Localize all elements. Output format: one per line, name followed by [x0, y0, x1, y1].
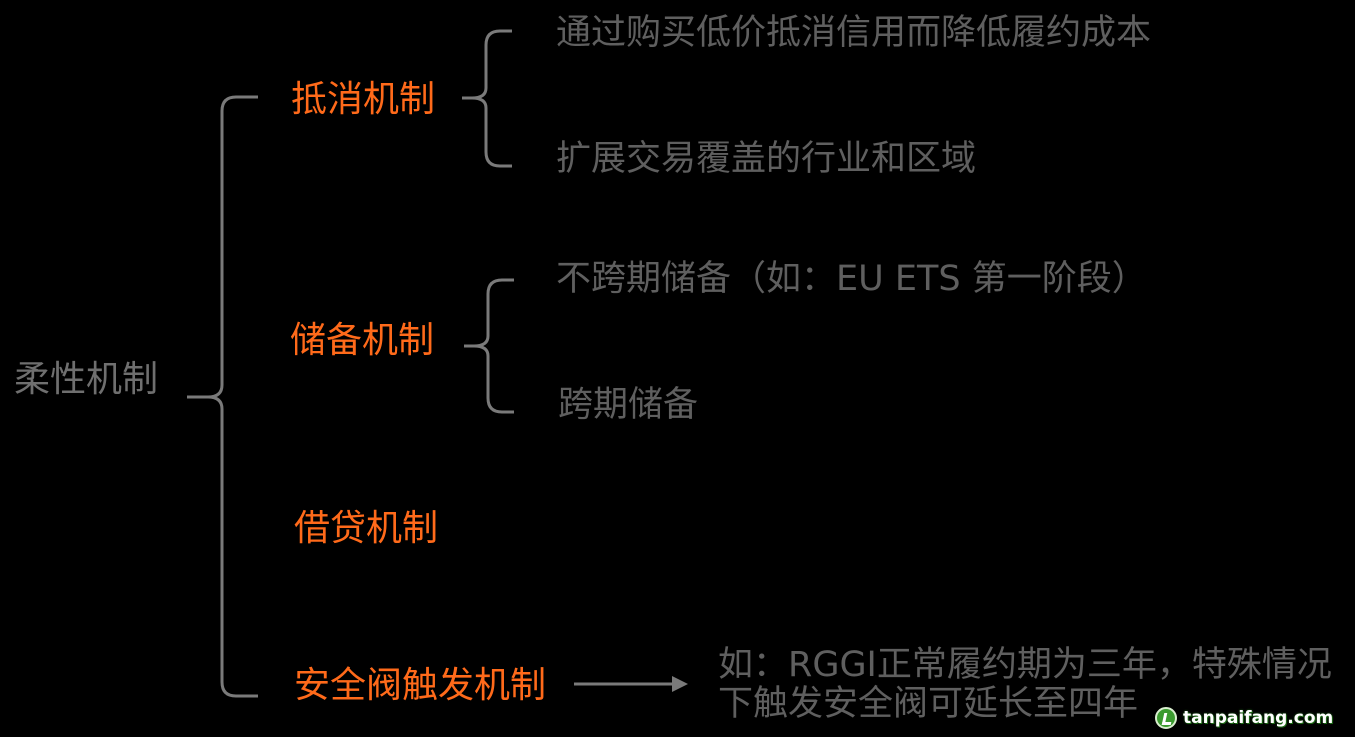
mechanism-borrowing: 借贷机制: [294, 508, 439, 549]
banking-bracket: [464, 278, 514, 414]
offset-item-coverage: 扩展交易覆盖的行业和区域: [556, 139, 977, 179]
mechanism-offset: 抵消机制: [291, 79, 436, 120]
leaf-logo-icon: [1155, 707, 1177, 729]
watermark: tanpaifang.com: [1155, 705, 1350, 731]
banking-item-no-carryover: 不跨期储备（如：EU ETS 第一阶段）: [556, 259, 1147, 299]
safety-valve-arrow-head: [672, 676, 688, 692]
banking-item-carryover: 跨期储备: [558, 385, 699, 425]
watermark-text: tanpaifang.com: [1183, 708, 1334, 728]
mechanism-banking: 储备机制: [290, 320, 435, 361]
root-bracket: [187, 95, 258, 698]
safety-valve-note: 如：RGGI正常履约期为三年，特殊情况下触发安全阀可延长至四年: [718, 645, 1332, 724]
root-label: 柔性机制: [14, 359, 159, 400]
offset-bracket: [462, 29, 512, 168]
offset-item-cost: 通过购买低价抵消信用而降低履约成本: [556, 13, 1152, 53]
mechanism-safety-valve: 安全阀触发机制: [294, 665, 547, 706]
